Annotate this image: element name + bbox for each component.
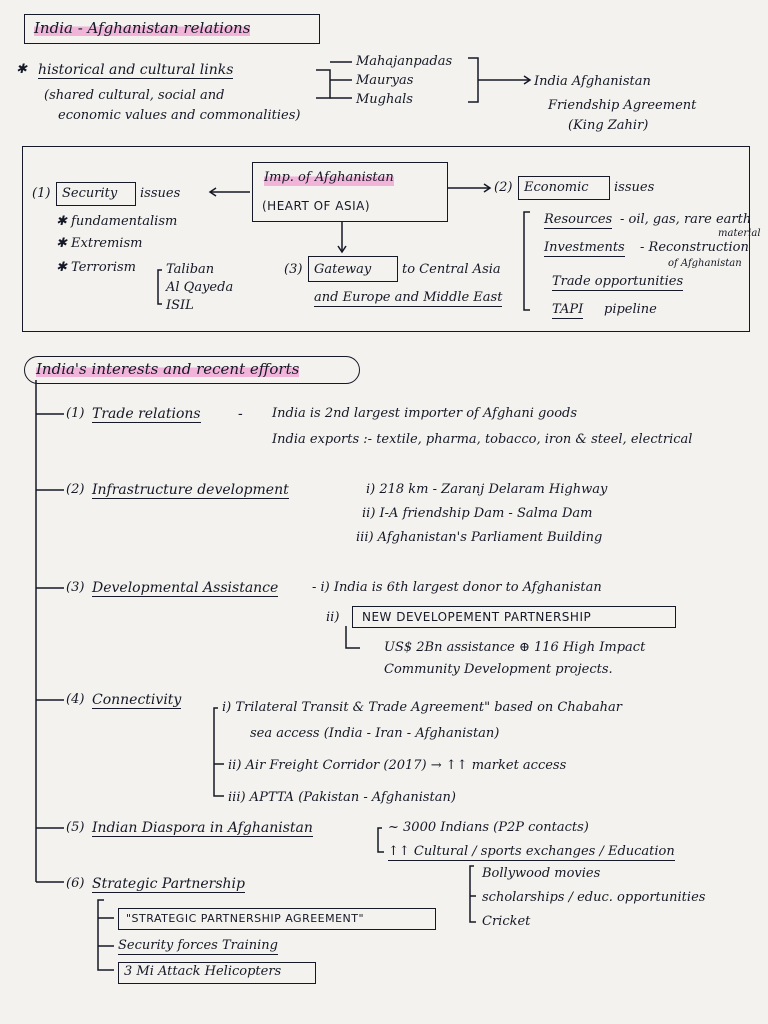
trade-line2: India exports :- textile, pharma, tobacc… xyxy=(272,432,693,447)
infra-item-3: iii) Afghanistan's Parliament Building xyxy=(356,530,603,545)
conn-heading: Connectivity xyxy=(92,692,182,709)
terror-group-1: Taliban xyxy=(166,262,215,277)
diaspora-heading: Indian Diaspora in Afghanistan xyxy=(92,820,313,837)
conn-item-1a: i) Trilateral Transit & Trade Agreement"… xyxy=(222,700,622,715)
history-sub1: (shared cultural, social and xyxy=(44,88,225,103)
infra-item-1: i) 218 km - Zaranj Delaram Highway xyxy=(366,482,608,497)
dev-item-2-label: ii) xyxy=(326,610,340,625)
gateway-suffix: to Central Asia xyxy=(402,262,501,277)
diaspora-number: (5) xyxy=(66,820,85,835)
infra-item-2: ii) I-A friendship Dam - Salma Dam xyxy=(362,506,593,521)
diaspora-line2: ↑↑ Cultural / sports exchanges / Educati… xyxy=(388,844,675,861)
strat-heading: Strategic Partnership xyxy=(92,876,245,893)
diaspora-sub-2: scholarships / educ. opportunities xyxy=(482,890,706,905)
resources-value2: material xyxy=(718,228,761,239)
gateway-label: Gateway xyxy=(314,262,372,277)
security-label: Security xyxy=(62,186,118,201)
spa-box xyxy=(118,908,436,930)
importance-center-box xyxy=(252,162,448,222)
conn-item-2: ii) Air Freight Corridor (2017) → ↑↑ mar… xyxy=(228,758,567,773)
strat-item-1: Security forces Training xyxy=(118,938,278,955)
trade-number: (1) xyxy=(66,406,85,421)
gateway-box xyxy=(308,256,398,282)
era-2: Mauryas xyxy=(356,73,414,88)
security-item-3: ✱ Terrorism xyxy=(56,260,137,275)
resources-value: - oil, gas, rare earth xyxy=(620,212,752,227)
ndp-label: NEW DEVELOPEMENT PARTNERSHIP xyxy=(362,610,592,624)
investments-value2: of Afghanistan xyxy=(668,258,742,269)
interests-heading-box xyxy=(24,356,360,384)
trade-heading: Trade relations xyxy=(92,406,201,423)
ndp-line1: US$ 2Bn assistance ⊕ 116 High Impact xyxy=(384,640,646,655)
importance-center-line1: Imp. of Afghanistan xyxy=(264,170,394,186)
terror-group-3: ISIL xyxy=(166,298,194,313)
economic-label: Economic xyxy=(524,180,589,195)
conn-item-3: iii) APTTA (Pakistan - Afghanistan) xyxy=(228,790,456,805)
economic-suffix: issues xyxy=(614,180,655,195)
ndp-line2: Community Development projects. xyxy=(384,662,613,677)
trade-line1: India is 2nd largest importer of Afghani… xyxy=(272,406,578,421)
conn-item-1b: sea access (India - Iran - Afghanistan) xyxy=(250,726,500,741)
diaspora-sub-1: Bollywood movies xyxy=(482,866,601,881)
security-box xyxy=(56,182,136,206)
importance-section-box xyxy=(22,146,750,332)
agreement-line2: Friendship Agreement xyxy=(548,98,697,113)
security-item-1: ✱ fundamentalism xyxy=(56,214,178,229)
spa-label: "STRATEGIC PARTNERSHIP AGREEMENT" xyxy=(126,912,365,925)
ndp-box xyxy=(352,606,676,628)
investments-value: - Reconstruction xyxy=(640,240,749,255)
strat-item-2: 3 Mi Attack Helicopters xyxy=(124,964,282,979)
dev-number: (3) xyxy=(66,580,85,595)
trade-opportunities: Trade opportunities xyxy=(552,274,684,291)
security-item-2: ✱ Extremism xyxy=(56,236,143,251)
title-box xyxy=(24,14,320,44)
diaspora-line1: ~ 3000 Indians (P2P contacts) xyxy=(388,820,589,835)
history-sub2: economic values and commonalities) xyxy=(58,108,301,123)
trade-dash: - xyxy=(238,406,243,422)
tapi-label: TAPI xyxy=(552,302,584,319)
page-title: India - Afghanistan relations xyxy=(34,19,251,37)
star-marker: ✱ xyxy=(16,62,27,77)
agreement-line3: (King Zahir) xyxy=(568,118,649,133)
terror-group-2: Al Qayeda xyxy=(166,280,234,295)
diaspora-sub-3: Cricket xyxy=(482,914,531,929)
security-number: (1) xyxy=(32,186,51,201)
history-heading: historical and cultural links xyxy=(38,62,234,79)
interests-heading: India's interests and recent efforts xyxy=(36,360,300,378)
infra-number: (2) xyxy=(66,482,85,497)
importance-center-line2: (HEART OF ASIA) xyxy=(262,199,371,213)
resources-label: Resources xyxy=(544,212,613,229)
era-1: Mahajanpadas xyxy=(356,54,453,69)
investments-label: Investments xyxy=(544,240,625,257)
infra-heading: Infrastructure development xyxy=(92,482,289,499)
dev-item-1: - i) India is 6th largest donor to Afgha… xyxy=(312,580,602,595)
era-3: Mughals xyxy=(356,92,413,107)
dev-heading: Developmental Assistance xyxy=(92,580,279,597)
economic-number: (2) xyxy=(494,180,513,195)
agreement-line1: India Afghanistan xyxy=(534,74,651,89)
security-suffix: issues xyxy=(140,186,181,201)
tapi-suffix: pipeline xyxy=(604,302,657,317)
gateway-line2: and Europe and Middle East xyxy=(314,290,503,307)
strat-number: (6) xyxy=(66,876,85,891)
conn-number: (4) xyxy=(66,692,85,707)
economic-box xyxy=(518,176,610,200)
helicopters-box xyxy=(118,962,316,984)
gateway-number: (3) xyxy=(284,262,303,277)
